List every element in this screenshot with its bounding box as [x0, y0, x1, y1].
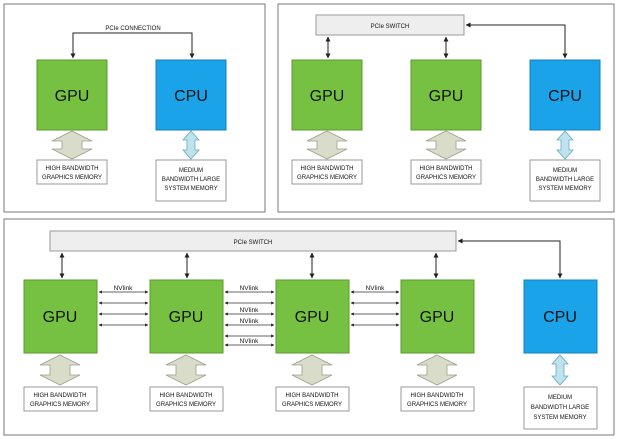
system-bus-arrow	[556, 130, 574, 160]
sysmem-label-line1: MEDIUM	[179, 168, 203, 174]
nvlink-bundle-gpu2-gpu3: NVlink NVlink NVlink NVlink	[224, 285, 275, 347]
graphics-memory	[149, 386, 224, 412]
graphics-memory	[275, 386, 350, 412]
sysmem-label-line3: SYSTEM MEMORY	[533, 415, 586, 421]
pcie-switch	[49, 230, 457, 252]
memory-bus-arrow	[39, 354, 81, 386]
system-memory	[155, 159, 227, 202]
hbm-label-line1: HIGH BANDWIDTH	[301, 166, 354, 172]
hbm-label-line2: GRAPHICS MEMORY	[282, 402, 342, 408]
hbm-label-line2: GRAPHICS MEMORY	[30, 402, 90, 408]
hbm-label-line1: HIGH BANDWIDTH	[34, 393, 87, 399]
memory-bus-arrow	[425, 130, 467, 160]
panel-pcie-switch: PCIe SWITCH GPU GPU CPU HIGH BANDWIDTH G…	[277, 3, 615, 213]
cpu-label: CPU	[548, 88, 582, 105]
gpu-chip	[410, 59, 482, 131]
pcie-connection-label: PCIe CONNECTION	[105, 26, 160, 32]
sysmem-label-line3: SYSTEM MEMORY	[538, 186, 591, 192]
pcie-link-cpu	[457, 238, 563, 279]
system-memory	[529, 159, 601, 202]
gpu-label: GPU	[310, 88, 345, 105]
memory-bus-arrow	[51, 130, 93, 160]
pcie-switch	[315, 14, 465, 36]
gpu-label: GPU	[429, 88, 464, 105]
memory-bus-arrow	[291, 354, 333, 386]
gpu-label: GPU	[295, 309, 330, 326]
nvlink-label: NVlink	[240, 318, 260, 325]
nvlink-label: NVlink	[114, 285, 134, 292]
gpu-label: GPU	[43, 309, 78, 326]
sysmem-label-line2: BANDWIDTH LARGE	[536, 177, 594, 183]
nvlink-label: NVlink	[240, 285, 260, 292]
cpu-chip	[523, 279, 598, 354]
memory-bus-arrow	[416, 354, 458, 386]
panel-pcie-connection: PCIe CONNECTION GPU CPU HIGH BANDWIDTH G…	[3, 3, 266, 213]
graphics-memory	[400, 386, 475, 412]
gpu-chip	[23, 279, 98, 354]
gpu-label: GPU	[420, 309, 455, 326]
hbm-label-line1: HIGH BANDWIDTH	[46, 166, 99, 172]
graphics-memory	[36, 159, 108, 185]
sysmem-label-line3: SYSTEM MEMORY	[164, 186, 217, 192]
sysmem-label-line1: MEDIUM	[553, 168, 577, 174]
gpu-label: GPU	[55, 88, 90, 105]
hbm-label-line2: GRAPHICS MEMORY	[42, 175, 102, 181]
pcie-switch-label: PCIe SWITCH	[371, 24, 410, 30]
pcie-link-cpu	[465, 22, 568, 59]
system-memory	[523, 386, 598, 430]
graphics-memory	[291, 159, 363, 185]
gpu-label: GPU	[169, 309, 204, 326]
panel-pcie-switch-nvlink: PCIe SWITCH GPU GPU GPU GPU CPU NVlink	[3, 218, 615, 436]
pcie-switch-label: PCIe SWITCH	[234, 240, 273, 246]
hbm-label-line1: HIGH BANDWIDTH	[411, 393, 464, 399]
hbm-label-line1: HIGH BANDWIDTH	[160, 393, 213, 399]
hbm-label-line1: HIGH BANDWIDTH	[420, 166, 473, 172]
hbm-label-line2: GRAPHICS MEMORY	[156, 402, 216, 408]
nvlink-bundle-gpu1-gpu2: NVlink	[98, 285, 149, 327]
nvlink-label: NVlink	[366, 285, 386, 292]
hbm-label-line2: GRAPHICS MEMORY	[416, 175, 476, 181]
sysmem-label-line1: MEDIUM	[548, 395, 572, 401]
cpu-label: CPU	[174, 88, 208, 105]
cpu-chip	[155, 59, 227, 131]
memory-bus-arrow	[165, 354, 207, 386]
cpu-label: CPU	[543, 309, 577, 326]
cpu-chip	[529, 59, 601, 131]
hbm-label-line2: GRAPHICS MEMORY	[297, 175, 357, 181]
sysmem-label-line2: BANDWIDTH LARGE	[531, 405, 589, 411]
gpu-chip	[149, 279, 224, 354]
nvlink-bundle-gpu3-gpu4: NVlink	[350, 285, 400, 327]
memory-bus-arrow	[306, 130, 348, 160]
gpu-chip	[275, 279, 350, 354]
system-bus-arrow	[182, 130, 200, 160]
graphics-memory	[23, 386, 98, 412]
nvlink-label: NVlink	[240, 307, 260, 314]
gpu-chip	[400, 279, 475, 354]
gpu-chip	[291, 59, 363, 131]
system-bus-arrow	[551, 354, 569, 386]
sysmem-label-line2: BANDWIDTH LARGE	[162, 177, 220, 183]
nvlink-label: NVlink	[240, 338, 260, 345]
graphics-memory	[410, 159, 482, 185]
pcie-connection-link	[70, 32, 195, 59]
gpu-chip	[36, 59, 108, 131]
hbm-label-line2: GRAPHICS MEMORY	[407, 402, 467, 408]
hbm-label-line1: HIGH BANDWIDTH	[286, 393, 339, 399]
